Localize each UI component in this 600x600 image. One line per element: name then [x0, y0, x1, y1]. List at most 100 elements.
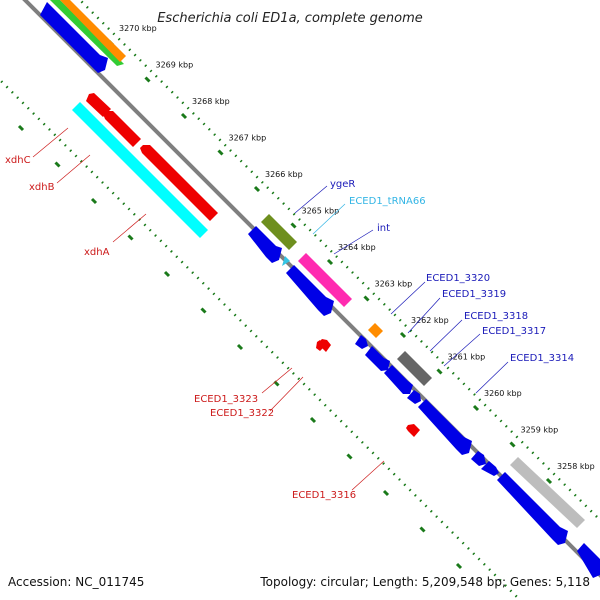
kbp-tick-label: 3265 kbp — [302, 207, 340, 216]
leader-3318 — [429, 319, 463, 352]
kbp-tick-mark-outer — [399, 331, 407, 339]
kbp-tick-mark-outer — [290, 222, 297, 229]
gene-label-xdhA: xdhA — [84, 247, 110, 258]
kbp-tick-mark-inner — [127, 234, 134, 241]
leader-3317 — [443, 333, 481, 367]
cds-forward-3314 — [418, 399, 472, 455]
kbp-tick-label: 3268 kbp — [192, 97, 230, 106]
cds-forward-5 — [365, 346, 390, 371]
cds-ygeR-olive — [261, 214, 297, 250]
cds-orange-3320 — [368, 323, 383, 338]
gene-label-int: int — [377, 223, 390, 234]
leader-xdhC — [32, 127, 69, 158]
gene-label-tRNA66: ECED1_tRNA66 — [349, 196, 426, 207]
kbp-tick-label: 3270 kbp — [119, 24, 157, 33]
gene-label-ECED1_3318: ECED1_3318 — [464, 311, 528, 322]
leader-tRNA66 — [312, 203, 346, 235]
kbp-tick-label: 3259 kbp — [521, 426, 559, 435]
cds-forward-8 — [481, 461, 499, 476]
kbp-tick-mark-inner — [54, 161, 61, 168]
cds-xdhB-red — [103, 111, 141, 147]
kbp-tick-mark-inner — [90, 197, 98, 205]
cds-forward-4 — [286, 265, 334, 316]
leader-ygeR — [294, 185, 328, 214]
gene-label-ECED1_3319: ECED1_3319 — [442, 289, 506, 300]
gene-label-ygeR: ygeR — [330, 179, 355, 190]
leader-3316 — [351, 460, 385, 491]
topology-text: Topology: circular; Length: 5,209,548 bp… — [259, 575, 590, 589]
kbp-tick-mark-inner — [17, 124, 25, 132]
kbp-tick-mark-inner — [163, 270, 171, 278]
cds-xdhA-red — [140, 145, 218, 221]
cds-green-top — [50, 0, 124, 66]
kbp-tick-mark-inner — [200, 307, 207, 314]
cds-reverse-3322 — [316, 340, 324, 351]
gene-labels: ygeR ECED1_tRNA66 int ECED1_3320 ECED1_3… — [5, 127, 574, 501]
leader-3314 — [475, 361, 509, 394]
cds-orange-top — [60, 0, 126, 62]
kbp-tick-mark-inner — [419, 526, 426, 533]
cds-reverse-3316 — [406, 424, 420, 437]
cds-xdhA-cyan — [72, 102, 208, 238]
cds-forward-3319 — [355, 335, 368, 349]
gene-label-ECED1_3320: ECED1_3320 — [426, 273, 490, 284]
leader-3322 — [269, 376, 304, 412]
kbp-tick-label: 3260 kbp — [484, 389, 522, 398]
accession-text: Accession: NC_011745 — [8, 575, 144, 589]
kbp-tick-mark-inner — [382, 489, 390, 497]
leader-xdhA — [112, 213, 147, 243]
map-title: Escherichia coli ED1a, complete genome — [157, 11, 423, 26]
cds-forward-3 — [248, 226, 282, 263]
cds-int-magenta — [298, 253, 352, 307]
cds-forward-3317 — [407, 390, 421, 404]
kbp-tick-label: 3258 kbp — [557, 462, 595, 471]
kbp-tick-mark-outer — [436, 368, 443, 375]
reverse-strand-features — [72, 93, 420, 437]
kbp-tick-mark-outer — [217, 149, 224, 156]
leader-3319 — [407, 297, 441, 334]
kbp-tick-mark-outer — [363, 295, 370, 302]
kbp-ticks: 3270 kbp 3269 kbp 3268 kbp 3267 kbp 3266 kbp… — [17, 24, 595, 570]
cds-gray-3318 — [397, 351, 432, 386]
gene-label-ECED1_3316: ECED1_3316 — [292, 490, 356, 501]
cds-forward-7 — [471, 451, 486, 466]
kbp-tick-mark-inner — [236, 343, 244, 351]
kbp-tick-mark-outer — [326, 258, 334, 266]
gene-label-xdhC: xdhC — [5, 155, 31, 166]
kbp-tick-label: 3263 kbp — [375, 280, 413, 289]
kbp-tick-label: 3262 kbp — [411, 316, 449, 325]
leader-3320 — [390, 281, 426, 315]
gene-label-ECED1_3314: ECED1_3314 — [510, 353, 574, 364]
kbp-tick-mark-outer — [545, 477, 553, 485]
cds-xdhC-red — [86, 93, 111, 117]
trna-tRNA66 — [282, 256, 290, 266]
kbp-tick-label: 3264 kbp — [338, 243, 376, 252]
cds-forward-top — [40, 2, 108, 73]
forward-strand-features — [40, 0, 600, 578]
kbp-tick-mark-inner — [309, 416, 317, 424]
cds-forward-bottom — [577, 543, 600, 578]
gene-label-ECED1_3322: ECED1_3322 — [210, 408, 274, 419]
kbp-tick-label: 3269 kbp — [156, 61, 194, 70]
inner-dotted-track — [0, 78, 522, 600]
kbp-tick-label: 3267 kbp — [229, 134, 267, 143]
kbp-tick-mark-inner — [455, 562, 463, 570]
leader-int — [333, 229, 374, 255]
kbp-tick-mark-inner — [346, 453, 353, 460]
gene-label-ECED1_3323: ECED1_3323 — [194, 394, 258, 405]
kbp-tick-mark-outer — [253, 185, 261, 193]
cds-forward-9 — [497, 472, 568, 545]
kbp-tick-mark-outer — [144, 76, 151, 83]
cds-forward-6 — [384, 365, 413, 394]
kbp-tick-label: 3266 kbp — [265, 170, 303, 179]
kbp-tick-mark-outer — [509, 441, 516, 448]
kbp-tick-label: 3261 kbp — [448, 353, 486, 362]
cds-lightgray — [510, 457, 585, 528]
gene-label-ECED1_3317: ECED1_3317 — [482, 326, 546, 337]
kbp-tick-mark-outer — [180, 112, 188, 120]
kbp-tick-mark-outer — [472, 404, 480, 412]
leader-xdhB — [56, 154, 91, 184]
gene-label-xdhB: xdhB — [29, 182, 55, 193]
